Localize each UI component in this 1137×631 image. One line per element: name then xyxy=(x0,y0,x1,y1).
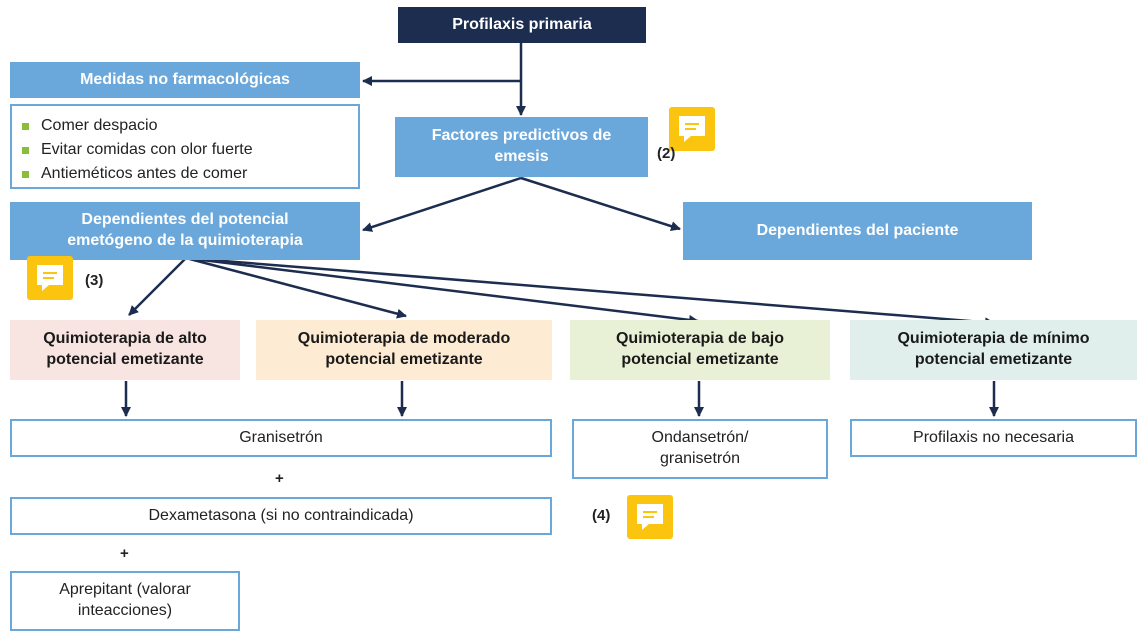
list-item: Evitar comidas con olor fuerte xyxy=(22,138,348,162)
arrow-predictive-to-patient xyxy=(520,176,681,232)
tier-bajo-potencial: Quimioterapia de bajo potencial emetizan… xyxy=(570,320,830,380)
arrow-chemo-to-moderate xyxy=(185,256,407,319)
comment-note-icon[interactable] xyxy=(627,495,673,539)
plus-sign: + xyxy=(275,470,284,487)
node-dependientes-paciente: Dependientes del paciente xyxy=(683,202,1032,260)
node-factores-predictivos: Factores predictivos de emesis xyxy=(395,117,648,177)
node-granisetron: Granisetrón xyxy=(10,419,552,457)
list-item: Comer despacio xyxy=(22,114,348,138)
bullet-square-icon xyxy=(22,170,29,178)
node-aprepitant: Aprepitant (valorar inteacciones) xyxy=(10,571,240,631)
reference-2: (2) xyxy=(657,145,676,162)
reference-3: (3) xyxy=(85,272,104,289)
list-item: Antieméticos antes de comer xyxy=(22,162,348,186)
reference-4: (4) xyxy=(592,507,611,524)
tier-moderado-potencial: Quimioterapia de moderado potencial emet… xyxy=(256,320,552,380)
comment-note-icon[interactable] xyxy=(27,256,73,300)
arrow-chemo-to-minimal xyxy=(185,256,995,328)
non-pharma-list: Comer despacio Evitar comidas con olor f… xyxy=(10,104,360,189)
comment-note-icon[interactable] xyxy=(669,107,715,151)
tier-minimo-potencial: Quimioterapia de mínimo potencial emetiz… xyxy=(850,320,1137,380)
node-medidas-no-farmacologicas: Medidas no farmacológicas xyxy=(10,62,360,98)
node-profilaxis-primaria: Profilaxis primaria xyxy=(398,7,646,43)
arrow-chemo-to-high xyxy=(128,257,187,316)
plus-sign: + xyxy=(120,545,129,562)
node-profilaxis-no-necesaria: Profilaxis no necesaria xyxy=(850,419,1137,457)
node-ondansetron-granisetron: Ondansetrón/ granisetrón xyxy=(572,419,828,479)
bullet-square-icon xyxy=(22,122,29,130)
node-dexametasona: Dexametasona (si no contraindicada) xyxy=(10,497,552,535)
bullet-square-icon xyxy=(22,146,29,154)
node-dependientes-quimioterapia: Dependientes del potencial emetógeno de … xyxy=(10,202,360,260)
arrow-predictive-to-chemo xyxy=(362,176,522,232)
arrow-chemo-to-low xyxy=(185,256,699,325)
tier-alto-potencial: Quimioterapia de alto potencial emetizan… xyxy=(10,320,240,380)
